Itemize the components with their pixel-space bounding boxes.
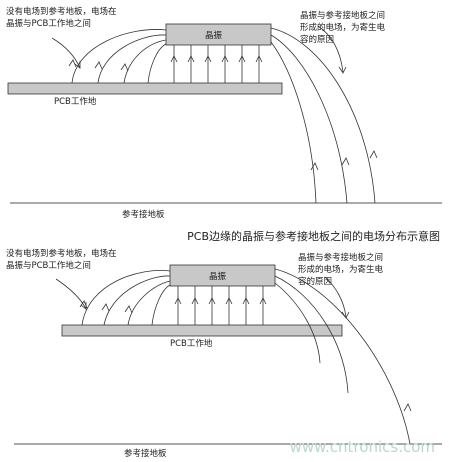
note-right-line1: 晶振与参考接地板之间 — [300, 11, 386, 21]
field-diagram-top — [7, 23, 442, 204]
note-right-line3: 容的原因 — [300, 35, 335, 45]
figure-caption: PCB边缘的晶振与参考接地板之间的电场分布示意图 — [187, 230, 440, 243]
pcb-ground-board — [61, 324, 343, 337]
note-right-line2: 形成的电场，为寄生电 — [300, 23, 386, 33]
pcb-ground-label: PCB工作地 — [170, 339, 213, 349]
crystal-label: 晶振 — [209, 272, 227, 282]
right-curved-field-lines — [274, 268, 412, 445]
vertical-field-lines — [173, 45, 260, 83]
diagram-top: 没有电场到参考地板，电场在 晶振与PCB工作地之间 晶振 晶振与参考接地板之间 … — [0, 0, 449, 225]
reference-ground-label: 参考接地板 — [122, 210, 165, 220]
reference-ground-label: 参考接地板 — [124, 449, 167, 459]
crystal-box — [165, 23, 272, 46]
watermark: www.cntronics.com — [289, 438, 435, 456]
left-curved-field-lines — [79, 270, 171, 326]
note-left-line1: 没有电场到参考地板，电场在 — [6, 249, 117, 259]
pcb-ground-label: PCB工作地 — [54, 97, 97, 107]
note-left-line1: 没有电场到参考地板，电场在 — [6, 7, 117, 17]
crystal-box — [169, 264, 276, 287]
diagram-bottom: 没有电场到参考地板，电场在 晶振与PCB工作地之间 晶振 晶振与参考接地板之间 … — [0, 243, 449, 462]
note-left-line2: 晶振与PCB工作地之间 — [6, 19, 91, 29]
vertical-field-lines — [174, 286, 267, 325]
crystal-label: 晶振 — [205, 31, 223, 41]
annotation-arrows — [55, 276, 350, 319]
vertical-arrowheads — [170, 55, 263, 63]
annotation-arrows — [51, 25, 347, 74]
note-left-line2: 晶振与PCB工作地之间 — [6, 261, 91, 271]
note-right-line1: 晶振与参考接地板之间 — [298, 253, 384, 263]
note-right-line3: 容的原因 — [298, 277, 333, 287]
field-diagram-bottom — [14, 264, 442, 445]
left-curved-field-lines — [68, 29, 167, 84]
pcb-ground-board — [7, 82, 283, 95]
note-right-line2: 形成的电场，为寄生电 — [298, 265, 384, 275]
right-curved-field-lines — [270, 27, 378, 204]
